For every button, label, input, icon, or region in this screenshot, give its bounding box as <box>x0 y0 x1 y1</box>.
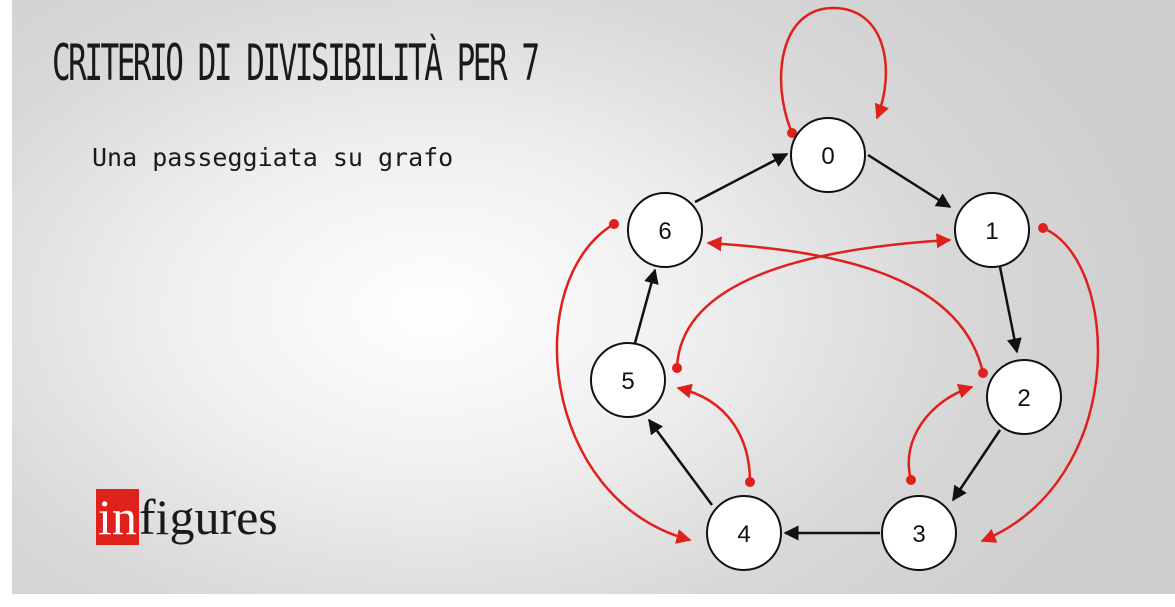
edge-3-to-2 <box>907 383 974 481</box>
node-0: 0 <box>790 117 866 193</box>
edge-1-to-3 <box>980 226 1100 543</box>
node-label: 0 <box>821 143 834 170</box>
page-subtitle: Una passeggiata su grafo <box>92 143 454 172</box>
logo-rest: figures <box>138 489 278 545</box>
node-1: 1 <box>954 192 1030 268</box>
node-6: 6 <box>627 192 703 268</box>
black-edges <box>633 152 1022 541</box>
edge-6-start-dot <box>609 219 619 229</box>
edge-4-to-5 <box>647 418 714 506</box>
edge-0-to-0-loop <box>779 6 889 134</box>
edge-5-to-1 <box>675 233 952 369</box>
page-title: CRITERIO DI DIVISIBILITÀ PER 7 <box>52 34 540 92</box>
background-panel: CRITERIO DI DIVISIBILITÀ PER 7 Una passe… <box>12 0 1175 594</box>
node-label: 2 <box>1017 385 1030 412</box>
edge-2-start-dot <box>978 368 988 378</box>
edge-4-to-5 <box>676 383 752 483</box>
node-label: 4 <box>737 521 750 548</box>
node-3: 3 <box>881 495 957 571</box>
edge-2-to-3 <box>951 429 1002 502</box>
edge-0-to-1 <box>867 153 952 209</box>
node-5: 5 <box>590 342 666 418</box>
infigures-logo: infigures <box>96 485 278 549</box>
edge-1-start-dot <box>1038 223 1048 233</box>
node-2: 2 <box>986 359 1062 435</box>
edge-5-start-dot <box>672 363 682 373</box>
edge-4-start-dot <box>745 477 755 487</box>
logo-highlight: in <box>96 489 139 545</box>
edge-2-to-6 <box>706 236 985 374</box>
edge-6-to-0 <box>694 152 789 204</box>
node-label: 1 <box>985 218 998 245</box>
node-label: 3 <box>912 521 925 548</box>
edge-6-to-4 <box>555 222 692 544</box>
edge-3-start-dot <box>906 475 916 485</box>
red-edges <box>555 6 1100 544</box>
edge-5-to-6 <box>633 268 659 344</box>
edge-1-to-2 <box>998 266 1022 354</box>
node-4: 4 <box>706 495 782 571</box>
node-label: 5 <box>621 368 634 395</box>
node-label: 6 <box>658 218 671 245</box>
edge-0-loop-start-dot <box>787 128 797 138</box>
